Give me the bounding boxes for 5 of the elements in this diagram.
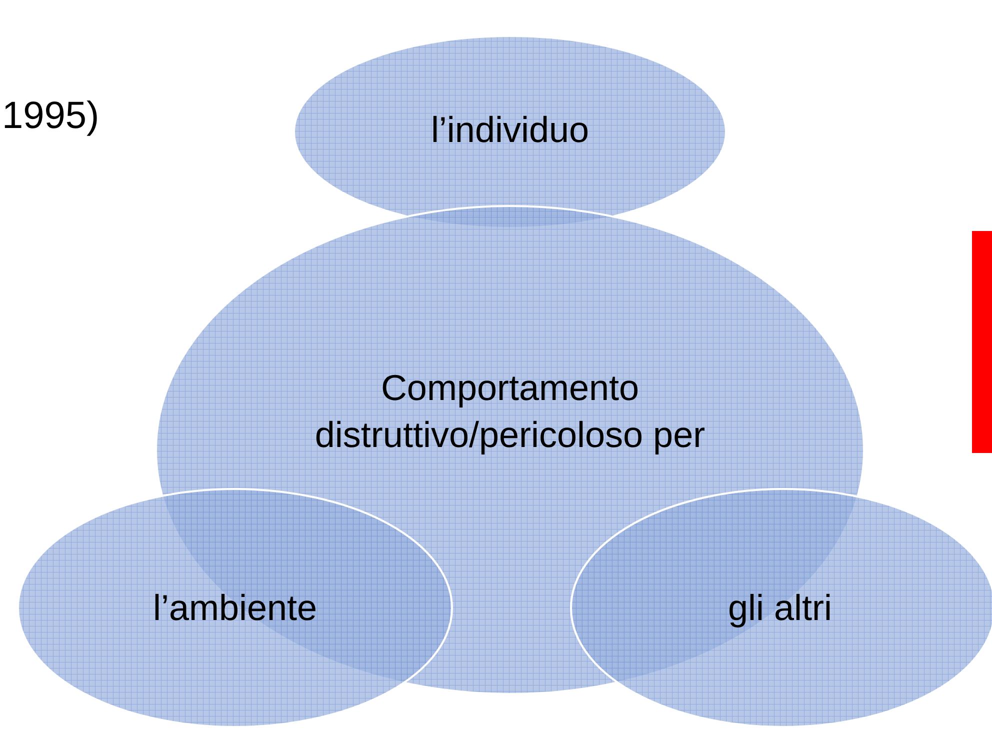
ellipse-label: Comportamento distruttivo/pericoloso per	[314, 366, 706, 457]
year-text: 1995)	[2, 95, 100, 138]
ellipse-label: gli altri	[726, 586, 834, 630]
ellipse-label: l’individuo	[430, 108, 590, 152]
ellipse-label: l’ambiente	[152, 586, 318, 630]
